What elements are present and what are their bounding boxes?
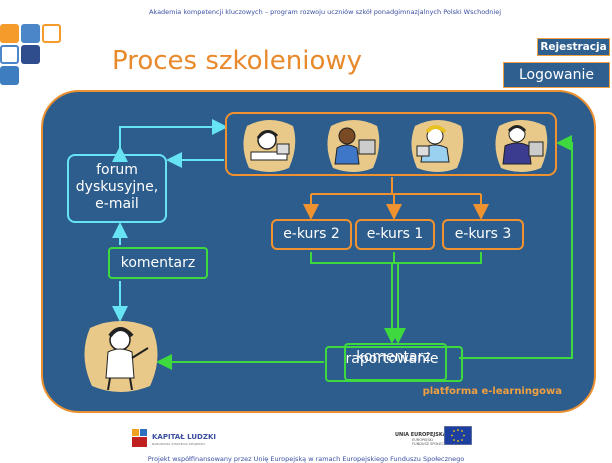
register-button[interactable]: Rejestracja xyxy=(537,38,610,56)
logo-square-orange xyxy=(0,24,19,43)
kapital-ludzki-logo-icon xyxy=(132,429,147,447)
cofinanced-note: Projekt współfinansowany przez Unię Euro… xyxy=(147,455,465,463)
logo-square-blue xyxy=(21,24,40,43)
eu-sub-line-2: FUNDUSZ SPOŁECZNY xyxy=(412,442,452,446)
eu-flag-icon xyxy=(444,426,472,445)
logo-square-outline-blue xyxy=(0,45,19,64)
green-arrow-to-people xyxy=(459,135,573,359)
kapital-ludzki-title: KAPITAŁ LUDZKI xyxy=(152,433,216,441)
forum-line-2: dyskusyjne, xyxy=(75,179,159,195)
orange-branch xyxy=(311,177,481,195)
forum-email-box: forum dyskusyjne, e-mail xyxy=(67,154,167,223)
learner-2-icon xyxy=(327,120,380,172)
program-banner: Akademia kompetencji kluczowych – progra… xyxy=(148,8,502,16)
green-merge xyxy=(310,252,482,264)
trainer-icon xyxy=(84,321,158,392)
report-box xyxy=(325,346,463,382)
forum-line-3: e-mail xyxy=(95,196,139,212)
logo-square-navy xyxy=(21,45,40,64)
ekurs-1-box: e-kurs 1 xyxy=(355,219,435,250)
learner-4-icon xyxy=(495,120,548,172)
platform-label: platforma e-learningowa xyxy=(422,386,562,397)
forum-line-1: forum xyxy=(96,162,138,178)
page-title: Proces szkoleniowy xyxy=(112,46,363,76)
eu-title: UNIA EUROPEJSKA xyxy=(395,432,447,438)
learners-group xyxy=(225,112,557,176)
comment-box-overlap xyxy=(344,343,447,381)
learner-3-icon xyxy=(411,120,464,172)
cyan-link-people-forum xyxy=(112,119,228,162)
ekurs-2-box: e-kurs 2 xyxy=(271,219,352,250)
learner-1-icon xyxy=(243,120,296,172)
report-label: raportowanie xyxy=(345,351,439,367)
ekurs-3-box: e-kurs 3 xyxy=(442,219,524,250)
eu-sub-line-1: EUROPEJSKI xyxy=(412,438,433,442)
login-button[interactable]: Logowanie xyxy=(503,62,610,88)
kapital-ludzki-sub: NARODOWA STRATEGIA SPÓJNOŚCI xyxy=(152,442,206,446)
logo-square-blue-low xyxy=(0,66,19,85)
comment-box-left: komentarz xyxy=(108,247,208,279)
logo-square-outline-orange xyxy=(42,24,61,43)
eu-sub: EUROPEJSKI FUNDUSZ SPOŁECZNY xyxy=(412,438,451,446)
comment-overlap-label: komentarz xyxy=(356,349,431,365)
